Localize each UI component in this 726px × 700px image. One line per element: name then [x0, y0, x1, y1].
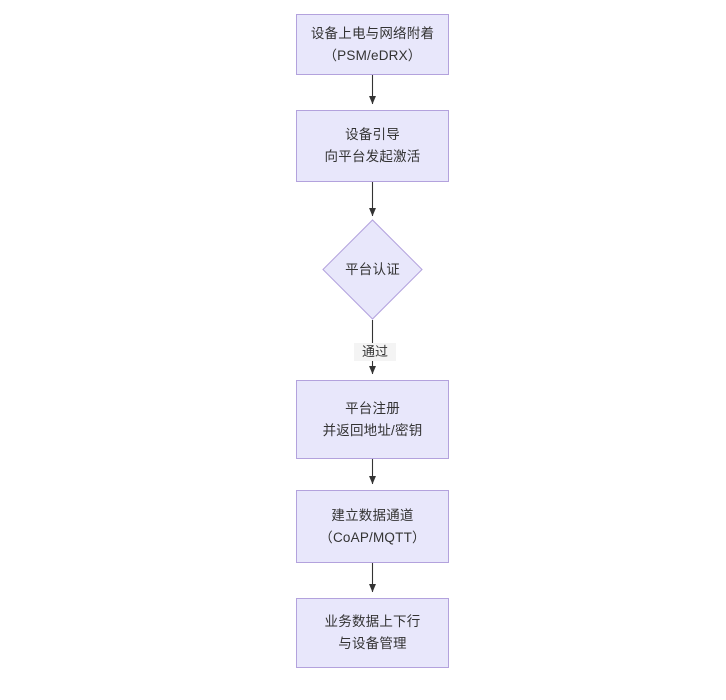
data-channel-node[interactable]: 建立数据通道 （CoAP/MQTT）: [296, 490, 449, 563]
edge-label-pass: 通过: [354, 343, 396, 362]
bootstrap-node[interactable]: 设备引导 向平台发起激活: [296, 110, 449, 182]
platform-register-node-line-2: 并返回地址/密钥: [322, 422, 423, 438]
business-data-node[interactable]: 业务数据上下行 与设备管理: [296, 598, 449, 668]
bootstrap-node-line-2: 向平台发起激活: [324, 149, 421, 164]
power-on-node-line-2: （PSM/eDRX）: [323, 47, 422, 63]
platform-auth-decision-label: 平台认证: [345, 261, 400, 277]
platform-register-node[interactable]: 平台注册 并返回地址/密钥: [296, 380, 449, 459]
business-data-node-line-1: 业务数据上下行: [324, 614, 421, 630]
power-on-node-line-1: 设备上电与网络附着: [310, 25, 435, 41]
platform-register-node-line-1: 平台注册: [345, 400, 400, 416]
bootstrap-node-line-1: 设备引导: [345, 127, 400, 143]
platform-auth-decision[interactable]: 平台认证: [322, 219, 423, 320]
data-channel-node-line-1: 建立数据通道: [331, 507, 414, 523]
business-data-node-line-2: 与设备管理: [338, 636, 407, 651]
data-channel-node-line-2: （CoAP/MQTT）: [319, 529, 426, 545]
power-on-node[interactable]: 设备上电与网络附着 （PSM/eDRX）: [296, 14, 449, 75]
